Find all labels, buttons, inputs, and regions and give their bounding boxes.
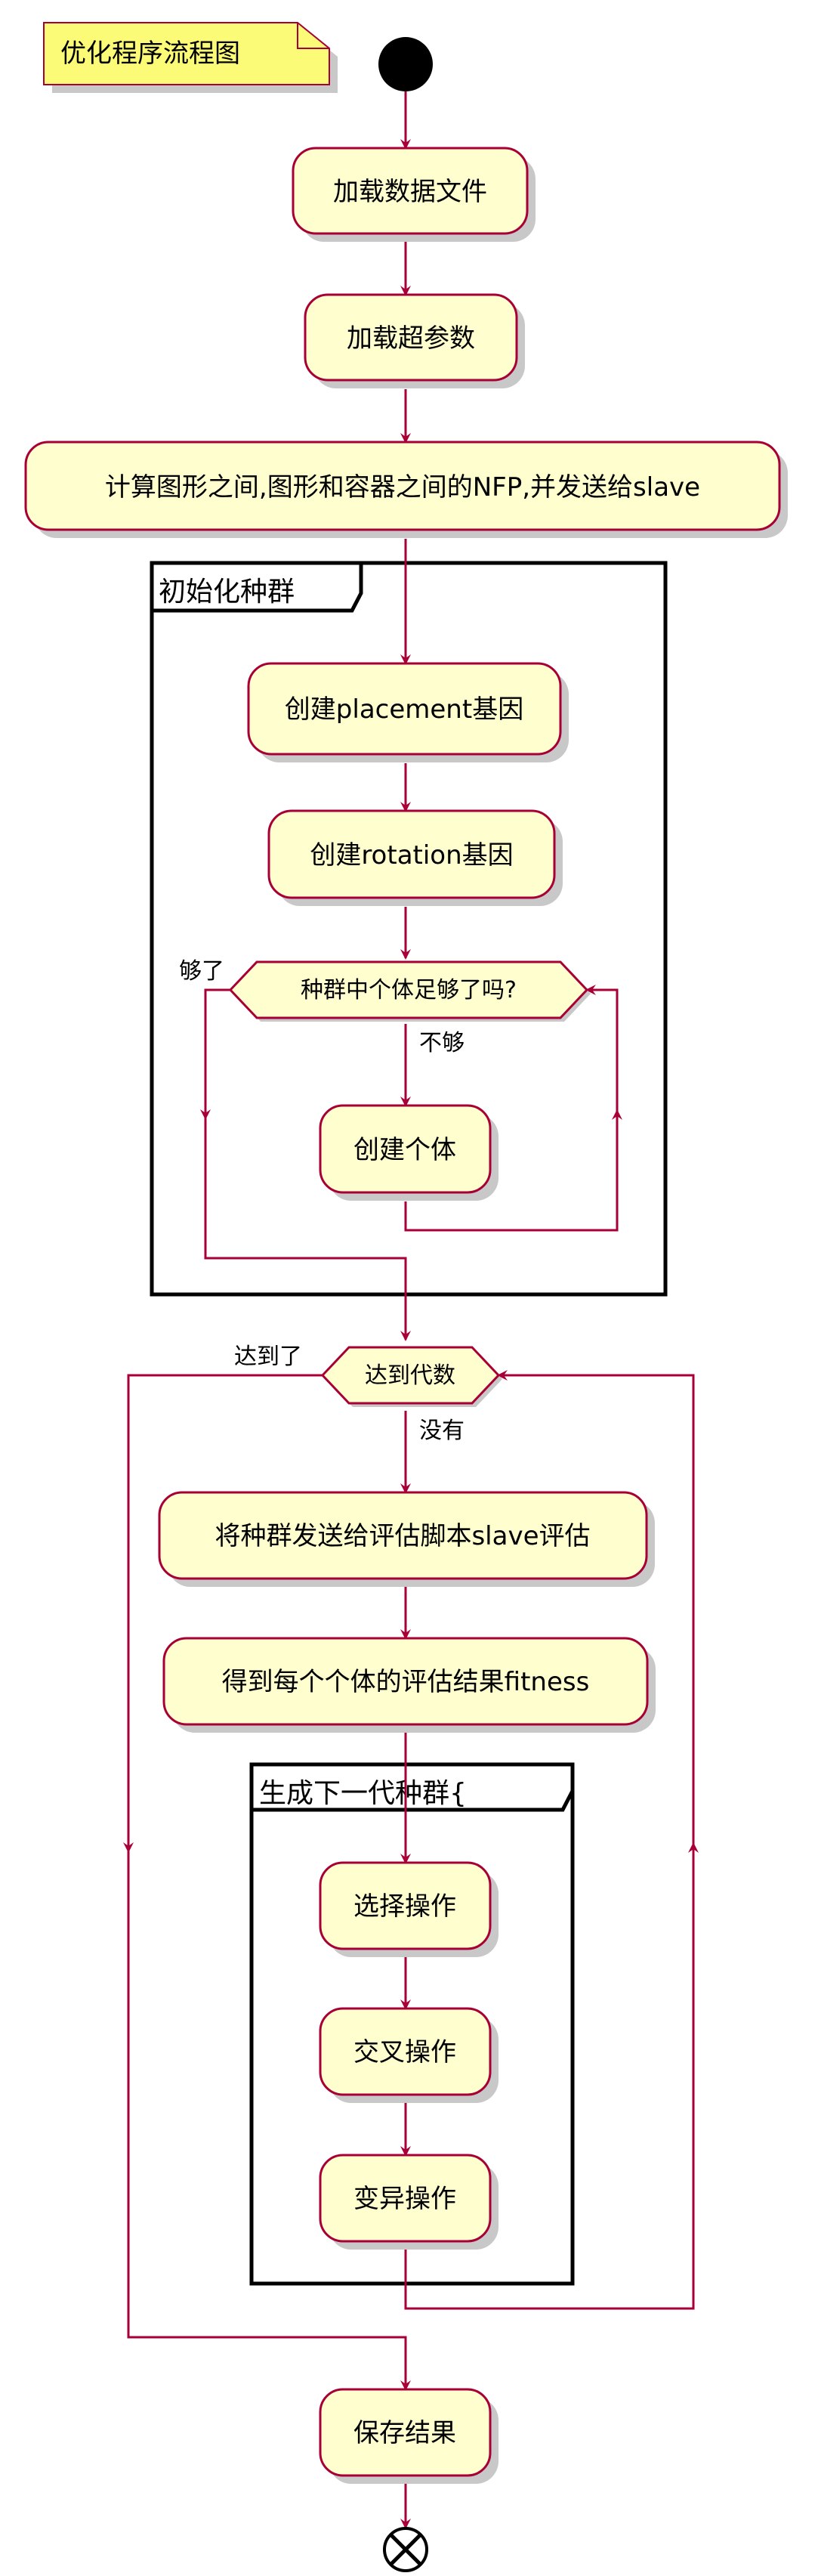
node-save: 保存结果: [319, 2388, 499, 2484]
decision-enough: 种群中个体足够了吗?: [228, 960, 591, 1022]
node-load-hyper-label: 加载超参数: [347, 323, 475, 354]
node-crossover: 交叉操作: [319, 2007, 499, 2103]
edges: [123, 91, 699, 2529]
edge-loop-back-gen: [404, 1370, 695, 2310]
partition-init-population: 初始化种群: [150, 561, 668, 1297]
node-create-rotation-label: 创建rotation基因: [310, 840, 513, 871]
node-select: 选择操作: [319, 1861, 499, 1957]
edge-enough-yes: [204, 988, 411, 1341]
node-select-label: 选择操作: [353, 1891, 456, 1922]
node-create-placement: 创建placement基因: [247, 662, 569, 762]
edge-loop-back-init: [404, 985, 619, 1232]
node-send-eval-label: 将种群发送给评估脚本slave评估: [215, 1521, 590, 1551]
node-mutate: 变异操作: [319, 2154, 499, 2250]
label-enough-yes: 够了: [179, 958, 224, 985]
edge-gen-yes: [127, 1374, 411, 2391]
node-save-label: 保存结果: [353, 2418, 456, 2448]
node-get-fitness: 得到每个个体的评估结果fitness: [162, 1637, 656, 1733]
end-node: [383, 2527, 428, 2572]
node-create-rotation: 创建rotation基因: [267, 809, 563, 906]
node-create-individual-label: 创建个体: [353, 1135, 456, 1165]
node-crossover-label: 交叉操作: [353, 2037, 456, 2067]
node-load-data: 加载数据文件: [292, 147, 536, 242]
edge-labels: 够了 不够 达到了 没有: [179, 958, 465, 1444]
node-mutate-label: 变异操作: [353, 2184, 456, 2214]
node-create-placement-label: 创建placement基因: [285, 694, 523, 725]
decision-enough-label: 种群中个体足够了吗?: [301, 977, 517, 1003]
decision-nodes: 种群中个体足够了吗? 达到代数: [228, 960, 591, 1407]
label-gen-no: 没有: [419, 1418, 465, 1444]
node-load-hyper: 加载超参数: [304, 293, 525, 388]
activity-nodes: 加载数据文件 加载超参数 计算图形之间,图形和容器之间的NFP,并发送给slav…: [24, 147, 788, 2484]
node-load-data-label: 加载数据文件: [333, 177, 487, 207]
note-text: 优化程序流程图: [60, 39, 240, 69]
partition-next-title: 生成下一代种群{: [259, 1778, 467, 1809]
start-node: [378, 37, 433, 91]
partition-init-title: 初始化种群: [159, 577, 295, 608]
node-compute-nfp-label: 计算图形之间,图形和容器之间的NFP,并发送给slave: [105, 472, 700, 503]
node-get-fitness-label: 得到每个个体的评估结果fitness: [222, 1667, 590, 1697]
label-gen-yes: 达到了: [234, 1344, 302, 1370]
label-enough-no: 不够: [419, 1030, 465, 1056]
node-create-individual: 创建个体: [319, 1104, 499, 1201]
decision-generations: 达到代数: [320, 1346, 502, 1407]
partition-next-generation: 生成下一代种群{: [249, 1762, 575, 2286]
decision-generations-label: 达到代数: [365, 1362, 455, 1389]
title-note: 优化程序流程图: [43, 22, 338, 93]
node-send-eval: 将种群发送给评估脚本slave评估: [158, 1491, 655, 1587]
node-compute-nfp: 计算图形之间,图形和容器之间的NFP,并发送给slave: [24, 441, 788, 538]
